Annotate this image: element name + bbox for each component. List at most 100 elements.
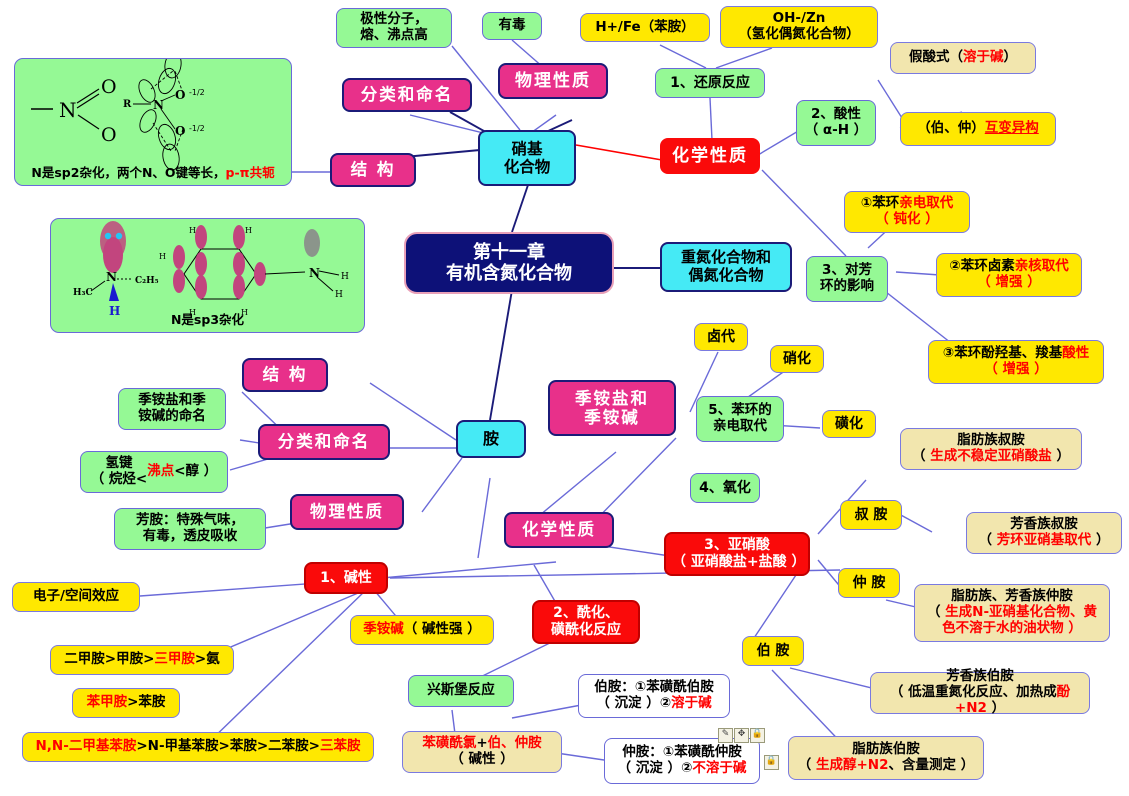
aryl-order-p2: >N-甲基苯胺>苯胺>二苯胺> xyxy=(136,738,320,755)
svg-text:-1/2: -1/2 xyxy=(189,124,205,133)
node-secondary-amine[interactable]: 仲 胺 xyxy=(838,568,900,598)
node-nitro-acidity[interactable]: 2、酸性 （ α-H ） xyxy=(796,100,876,146)
node-aromatic-electrophilic[interactable]: ①苯环亲电取代 （ 钝化 ） xyxy=(844,191,970,233)
node-aromatic-tertiary[interactable]: 芳香族叔胺 （ 芳环亚硝基取代 ） xyxy=(966,512,1122,554)
pseudo-acid-tail: ） xyxy=(1003,49,1018,66)
node-hydrogen-bond[interactable]: 氢键 （ 烷烃<沸点<醇 ） xyxy=(80,451,228,493)
svg-text:H: H xyxy=(159,252,166,261)
aliph-tert-line2: （ 生成不稳定亚硝酸盐 ） xyxy=(912,448,1070,464)
arom-tert-line1: 芳香族叔胺 xyxy=(1010,516,1078,533)
node-electronic-steric[interactable]: 电子/空间效应 xyxy=(12,582,140,612)
node-nitrous-acid[interactable]: 3、亚硝酸 （ 亚硝酸盐+盐酸 ） xyxy=(664,532,810,576)
node-nitro-chemical[interactable]: 化学性质 xyxy=(660,138,760,174)
quat-base-p1: 季铵碱 xyxy=(363,621,404,638)
node-primary-amine-test[interactable]: 伯胺：①苯磺酰伯胺 （ 沉淀 ）②溶于碱 xyxy=(578,674,730,718)
node-pseudo-acid[interactable]: 假酸式（溶于碱） xyxy=(890,42,1036,74)
hbond-post: <醇 ） xyxy=(174,463,218,480)
node-nitro-compound[interactable]: 硝基 化合物 xyxy=(478,130,576,186)
svg-text:R: R xyxy=(123,99,132,110)
node-tertiary-amine[interactable]: 叔 胺 xyxy=(840,500,902,530)
svg-text:H: H xyxy=(241,308,248,317)
aliph-prim-line1: 脂肪族伯胺 xyxy=(852,741,920,758)
benzyl-order-p1: 苯甲胺 xyxy=(86,694,128,711)
svg-text:O: O xyxy=(175,88,185,102)
node-amine-classify[interactable]: 分类和命名 xyxy=(258,424,390,460)
aromatic-nucleophilic-line1: ②苯环卤素亲核取代 xyxy=(949,258,1069,275)
node-halogenation[interactable]: 卤代 xyxy=(694,323,748,351)
node-secondary-amine-detail[interactable]: 脂肪族、芳香族仲胺 （ 生成N-亚硝基化合物、黄 色不溶于水的油状物 ） xyxy=(914,584,1110,642)
primary-test-line1: 伯胺：①苯磺酰伯胺 xyxy=(594,679,714,696)
node-amine[interactable]: 胺 xyxy=(456,420,526,458)
sulfonyl-line2: （ 碱性 ） xyxy=(450,751,514,767)
svg-text:-1/2: -1/2 xyxy=(189,88,205,97)
node-aromatic-nucleophilic[interactable]: ②苯环卤素亲核取代 （ 增强 ） xyxy=(936,253,1082,297)
node-quaternary-base-strong[interactable]: 季铵碱（ 碱性强 ） xyxy=(350,615,494,645)
node-tautomerism[interactable]: （伯、仲）互变异构 xyxy=(900,112,1056,146)
node-center-chapter[interactable]: 第十一章 有机含氮化合物 xyxy=(404,232,614,294)
node-benzylamine-order[interactable]: 苯甲胺>苯胺 xyxy=(72,688,180,718)
node-quaternary-naming[interactable]: 季铵盐和季 铵碱的命名 xyxy=(118,388,226,430)
nitro-structure-illustration: N O O R N O O xyxy=(14,51,292,186)
aliph-prim-line2: （ 生成醇+N2、含量测定 ） xyxy=(797,757,975,773)
node-amine-chemical[interactable]: 化学性质 xyxy=(504,512,614,548)
move-icon[interactable]: ✥ xyxy=(734,728,749,743)
node-aromatic-effect[interactable]: 3、对芳 环的影响 xyxy=(806,256,888,302)
node-alkylamine-order[interactable]: 二甲胺>甲胺>三甲胺>氨 xyxy=(50,645,234,675)
node-primary-amine[interactable]: 伯 胺 xyxy=(742,636,804,666)
node-reduction-reagent-fe[interactable]: H+/Fe（苯胺） xyxy=(580,13,710,42)
node-nitro-physical[interactable]: 物理性质 xyxy=(498,63,608,99)
tautomerism-text: （伯、仲） xyxy=(917,120,985,137)
svg-text:H₃C: H₃C xyxy=(73,288,93,298)
nitro-structure-caption: N是sp2杂化，两个N、O键等长，p-π共轭 xyxy=(31,165,275,180)
node-toxic[interactable]: 有毒 xyxy=(482,12,542,40)
node-electrophilic-substitution[interactable]: 5、苯环的 亲电取代 xyxy=(696,396,784,442)
svg-text:C₂H₅: C₂H₅ xyxy=(135,276,159,286)
node-quaternary-ammonium[interactable]: 季铵盐和 季铵碱 xyxy=(548,380,676,436)
node-amine-structure[interactable]: 结 构 xyxy=(242,358,328,392)
node-amine-physical[interactable]: 物理性质 xyxy=(290,494,404,530)
node-sulfonation[interactable]: 磺化 xyxy=(822,410,876,438)
node-reduction-reaction[interactable]: 1、还原反应 xyxy=(655,68,765,98)
lock-icon-side[interactable]: 🔒 xyxy=(764,755,779,770)
svg-text:H: H xyxy=(109,304,120,318)
svg-text:O: O xyxy=(101,124,117,146)
node-polar-molecule[interactable]: 极性分子， 熔、沸点高 xyxy=(336,8,452,48)
svg-text:N: N xyxy=(153,98,164,112)
aromatic-electrophilic-line2: （ 钝化 ） xyxy=(875,211,939,227)
alkyl-order-p3: >氨 xyxy=(194,651,220,668)
hbond-highlight: 沸点 xyxy=(147,463,175,480)
node-diazo-azo[interactable]: 重氮化合物和 偶氮化合物 xyxy=(660,242,792,292)
aryl-order-p3: 三苯胺 xyxy=(319,738,361,755)
selection-toolbar[interactable]: ✎ ✥ 🔒 xyxy=(718,728,765,743)
sec-detail-line3: 色不溶于水的油状物 ） xyxy=(942,619,1082,636)
hbond-pre: 氢键 （ 烷烃< xyxy=(90,455,148,487)
node-secondary-amine-test[interactable]: 仲胺：①苯磺酰仲胺 （ 沉淀 ）②不溶于碱 xyxy=(604,738,760,784)
node-aliphatic-primary[interactable]: 脂肪族伯胺 （ 生成醇+N2、含量测定 ） xyxy=(788,736,984,780)
node-basicity[interactable]: 1、碱性 xyxy=(304,562,388,594)
svg-text:N: N xyxy=(309,266,320,280)
node-arylamine-order[interactable]: N,N-二甲基苯胺>N-甲基苯胺>苯胺>二苯胺>三苯胺 xyxy=(22,732,374,762)
node-nitro-structure[interactable]: 结 构 xyxy=(330,153,416,187)
primary-test-line2: （ 沉淀 ）②溶于碱 xyxy=(596,695,712,711)
amine-structure-caption: N是sp3杂化 xyxy=(170,312,245,327)
amine-structure-illustration: N H₃C C₂H₅ H H H H xyxy=(50,218,365,333)
node-acylation[interactable]: 2、酰化、 磺酰化反应 xyxy=(532,600,640,644)
node-aliphatic-tertiary[interactable]: 脂肪族叔胺 （ 生成不稳定亚硝酸盐 ） xyxy=(900,428,1082,470)
node-aryl-amine-props[interactable]: 芳胺：特殊气味， 有毒，透皮吸收 xyxy=(114,508,266,550)
alkyl-order-p1: 二甲胺>甲胺> xyxy=(64,651,155,668)
node-aromatic-primary[interactable]: 芳香族伯胺 （ 低温重氮化反应、加热成酚+N2 ） xyxy=(870,668,1090,716)
node-oxidation[interactable]: 4、氧化 xyxy=(690,473,760,503)
lock-icon[interactable]: 🔒 xyxy=(750,728,765,743)
node-nitration[interactable]: 硝化 xyxy=(770,345,824,373)
arom-prim-line1: 芳香族伯胺 xyxy=(946,668,1014,685)
node-nitro-classify[interactable]: 分类和命名 xyxy=(342,78,472,112)
paint-icon[interactable]: ✎ xyxy=(718,728,733,743)
node-aromatic-acidity[interactable]: ③苯环酚羟基、羧基酸性 （ 增强 ） xyxy=(928,340,1104,384)
node-reduction-reagent-zn[interactable]: OH-/Zn （氢化偶氮化合物） xyxy=(720,6,878,48)
aryl-order-p1: N,N-二甲基苯胺 xyxy=(35,738,137,755)
node-sulfonyl-chloride[interactable]: 苯磺酰氯+伯、仲胺 （ 碱性 ） xyxy=(402,731,562,773)
node-hinsberg-reaction[interactable]: 兴斯堡反应 xyxy=(408,675,514,707)
svg-text:H: H xyxy=(189,226,196,235)
secondary-test-line2: （ 沉淀 ）②不溶于碱 xyxy=(617,760,747,776)
